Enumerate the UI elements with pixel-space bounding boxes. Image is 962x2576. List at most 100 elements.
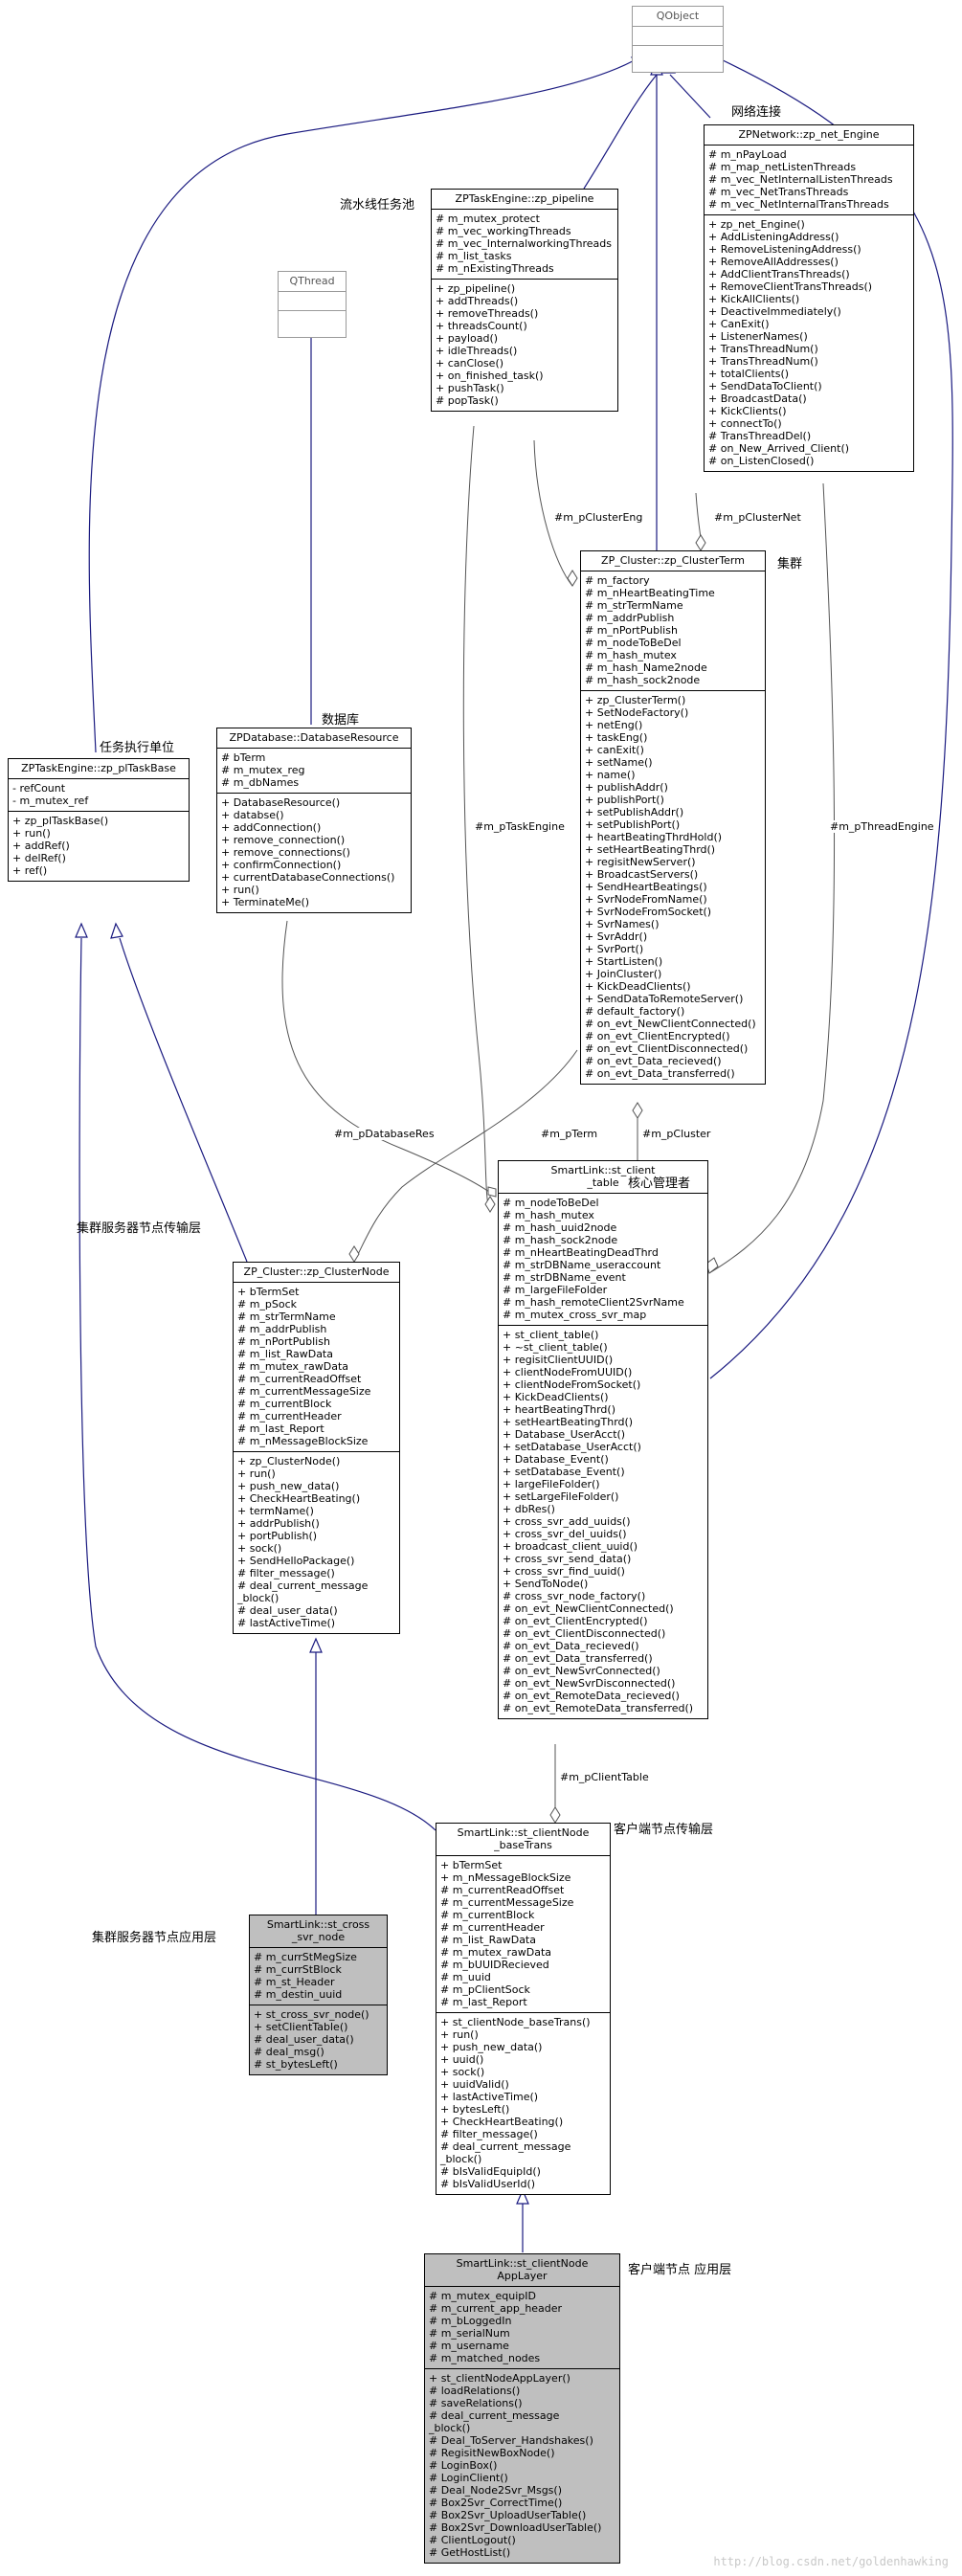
class-attribute: # m_vec_NetInternalTransThreads xyxy=(708,198,889,211)
annotation-cluster-app: 集群服务器节点应用层 xyxy=(92,1931,217,1945)
class-method: + cross_svr_del_uuids() xyxy=(503,1528,627,1540)
class-attributes: # m_currStMegSize# m_currStBlock# m_st_H… xyxy=(250,1948,387,2005)
class-attribute: # m_hash_Name2node xyxy=(585,661,707,674)
class-client-base-trans: SmartLink::st_clientNode _baseTrans+ bTe… xyxy=(436,1823,611,2195)
class-title: SmartLink::st_cross _svr_node xyxy=(250,1915,387,1948)
class-method: + heartBeatingThrdHold() xyxy=(585,831,723,843)
class-attribute: # m_list_RawData xyxy=(440,1934,536,1946)
class-attribute: # m_nodeToBeDel xyxy=(585,637,682,649)
class-attribute: # m_mutex_equipID xyxy=(429,2290,536,2302)
class-method: + RemoveAllAddresses() xyxy=(708,256,839,268)
edge-label-client-table: #m_pClientTable xyxy=(559,1771,650,1783)
class-attribute: # m_hash_mutex xyxy=(585,649,677,661)
class-attribute: + bTermSet xyxy=(237,1286,300,1298)
class-net-engine: ZPNetwork::zp_net_Engine# m_nPayLoad# m_… xyxy=(704,124,914,472)
class-method: + setDatabase_UserAcct() xyxy=(503,1441,641,1453)
class-client-table: SmartLink::st_client _table# m_nodeToBeD… xyxy=(498,1160,708,1719)
class-method: # on_New_Arrived_Client() xyxy=(708,442,850,455)
class-method: # ClientLogout() xyxy=(429,2534,516,2546)
class-attribute: # m_nPortPublish xyxy=(585,624,678,637)
class-method: + databse() xyxy=(221,809,284,821)
class-method: # on_evt_RemoteData_recieved() xyxy=(503,1690,680,1702)
class-method: + DatabaseResource() xyxy=(221,796,341,809)
arrowhead-taskbase-2 xyxy=(75,922,88,938)
class-methods: + zp_pipeline()+ addThreads()+ removeThr… xyxy=(432,280,617,411)
edge-label-cluster-net: #m_pClusterNet xyxy=(713,511,802,524)
class-method: + addThreads() xyxy=(436,295,519,307)
class-method: # on_evt_Data_transferred() xyxy=(585,1067,735,1080)
class-method: + portPublish() xyxy=(237,1530,318,1542)
class-method: + AddListeningAddress() xyxy=(708,231,839,243)
class-method: + KickAllClients() xyxy=(708,293,800,305)
class-method: + regisitNewServer() xyxy=(585,856,696,868)
class-title: ZP_Cluster::zp_ClusterTerm xyxy=(581,551,765,571)
annotation-client-app: 客户端节点 应用层 xyxy=(628,2263,732,2277)
class-method: # saveRelations() xyxy=(429,2397,523,2409)
class-method: + ref() xyxy=(12,864,48,877)
class-method: # Box2Svr_DownloadUserTable() xyxy=(429,2521,602,2534)
class-method: + broadcast_client_uuid() xyxy=(503,1540,638,1553)
class-method: # deal_user_data() xyxy=(254,2033,354,2046)
diamond-term xyxy=(348,1245,360,1263)
class-method: + dbRes() xyxy=(503,1503,555,1515)
edge-term xyxy=(353,1049,578,1263)
class-method: + st_clientNodeAppLayer() xyxy=(429,2372,570,2385)
class-method: + run() xyxy=(237,1467,276,1480)
class-attribute: # m_addrPublish xyxy=(237,1323,327,1335)
class-methods: + st_clientNode_baseTrans()+ run()+ push… xyxy=(436,2013,610,2194)
annotation-task-unit: 任务执行单位 xyxy=(100,741,175,755)
diamond-databaseres xyxy=(487,1186,497,1198)
class-title: ZPDatabase::DatabaseResource xyxy=(217,728,411,749)
class-attribute: - m_mutex_ref xyxy=(12,795,89,807)
class-attribute: # m_currentMessageSize xyxy=(440,1896,574,1909)
class-method: + publishAddr() xyxy=(585,781,668,794)
class-method: + setDatabase_Event() xyxy=(503,1466,625,1478)
watermark: http://blog.csdn.net/goldenhawking xyxy=(713,2555,949,2568)
class-method: + StartListen() xyxy=(585,955,663,968)
class-method: + TerminateMe() xyxy=(221,896,310,908)
class-attributes: - refCount- m_mutex_ref xyxy=(9,779,189,812)
class-method: + cross_svr_send_data() xyxy=(503,1553,632,1565)
class-methods: + zp_plTaskBase()+ run()+ addRef()+ delR… xyxy=(9,812,189,881)
class-attribute: # m_mutex_rawData xyxy=(440,1946,552,1959)
edge-label-task-engine: #m_pTaskEngine xyxy=(474,820,566,833)
class-client-app-layer: SmartLink::st_clientNode AppLayer# m_mut… xyxy=(424,2253,620,2564)
class-attribute: # m_mutex_reg xyxy=(221,764,305,776)
class-method: # on_evt_Data_transferred() xyxy=(503,1652,653,1665)
class-method: + delRef() xyxy=(12,852,66,864)
class-attribute: # m_vec_NetTransThreads xyxy=(708,186,849,198)
class-method: # deal_current_message _block() xyxy=(237,1579,369,1604)
class-method: + canClose() xyxy=(436,357,504,370)
class-method: + uuidValid() xyxy=(440,2078,509,2091)
class-task-base: ZPTaskEngine::zp_plTaskBase- refCount- m… xyxy=(8,758,190,882)
class-method: + BroadcastData() xyxy=(708,392,807,405)
diamond-clusternet xyxy=(695,534,706,551)
edge-clusternode-taskbase xyxy=(119,937,248,1263)
edge-taskengine xyxy=(462,425,491,1213)
class-method: # LoginBox() xyxy=(429,2459,498,2472)
edge-label-cluster: #m_pCluster xyxy=(641,1128,712,1140)
class-method: + zp_net_Engine() xyxy=(708,218,805,231)
class-attribute: # m_matched_nodes xyxy=(429,2352,541,2364)
class-attribute: # m_vec_InternalworkingThreads xyxy=(436,237,612,250)
edge-clustereng xyxy=(533,439,573,587)
class-method: + BroadcastServers() xyxy=(585,868,699,881)
class-attribute: # m_bLoggedIn xyxy=(429,2315,512,2327)
class-attributes: # bTerm# m_mutex_reg# m_dbNames xyxy=(217,749,411,794)
class-method: + TransThreadNum() xyxy=(708,343,818,355)
class-attribute: # m_hash_mutex xyxy=(503,1209,594,1221)
class-attribute: # m_nExistingThreads xyxy=(436,262,554,275)
class-attribute: # m_strDBName_event xyxy=(503,1271,626,1284)
class-attribute: # bTerm xyxy=(221,751,266,764)
class-method: + totalClients() xyxy=(708,368,790,380)
class-attribute: # m_last_Report xyxy=(440,1996,527,2008)
class-attribute: # m_factory xyxy=(585,574,650,587)
class-cross-svr-node: SmartLink::st_cross _svr_node# m_currStM… xyxy=(249,1915,388,2075)
class-title: ZPTaskEngine::zp_plTaskBase xyxy=(9,759,189,779)
class-method: + canExit() xyxy=(585,744,644,756)
class-attributes: # m_nodeToBeDel# m_hash_mutex# m_hash_uu… xyxy=(499,1194,707,1326)
class-attribute: # m_addrPublish xyxy=(585,612,675,624)
class-method: + threadsCount() xyxy=(436,320,527,332)
edge-basetrans-taskbase xyxy=(78,937,436,1831)
class-method: + DeactiveImmediately() xyxy=(708,305,841,318)
